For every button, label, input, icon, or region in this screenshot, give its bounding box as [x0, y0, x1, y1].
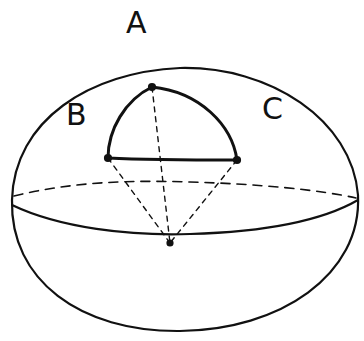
- side-label: B: [66, 100, 87, 130]
- vertex-dot: [105, 155, 111, 161]
- spherical-triangle: [108, 87, 237, 160]
- radius-lines: [108, 87, 237, 243]
- equator-back: [14, 181, 356, 198]
- vertex-dot: [234, 157, 240, 163]
- sphere-outline: [12, 68, 358, 331]
- equator-front: [12, 200, 358, 234]
- side-label: A: [126, 8, 147, 38]
- vertex-dot: [149, 84, 155, 90]
- center-dot: [168, 241, 173, 246]
- side-label: C: [262, 94, 283, 124]
